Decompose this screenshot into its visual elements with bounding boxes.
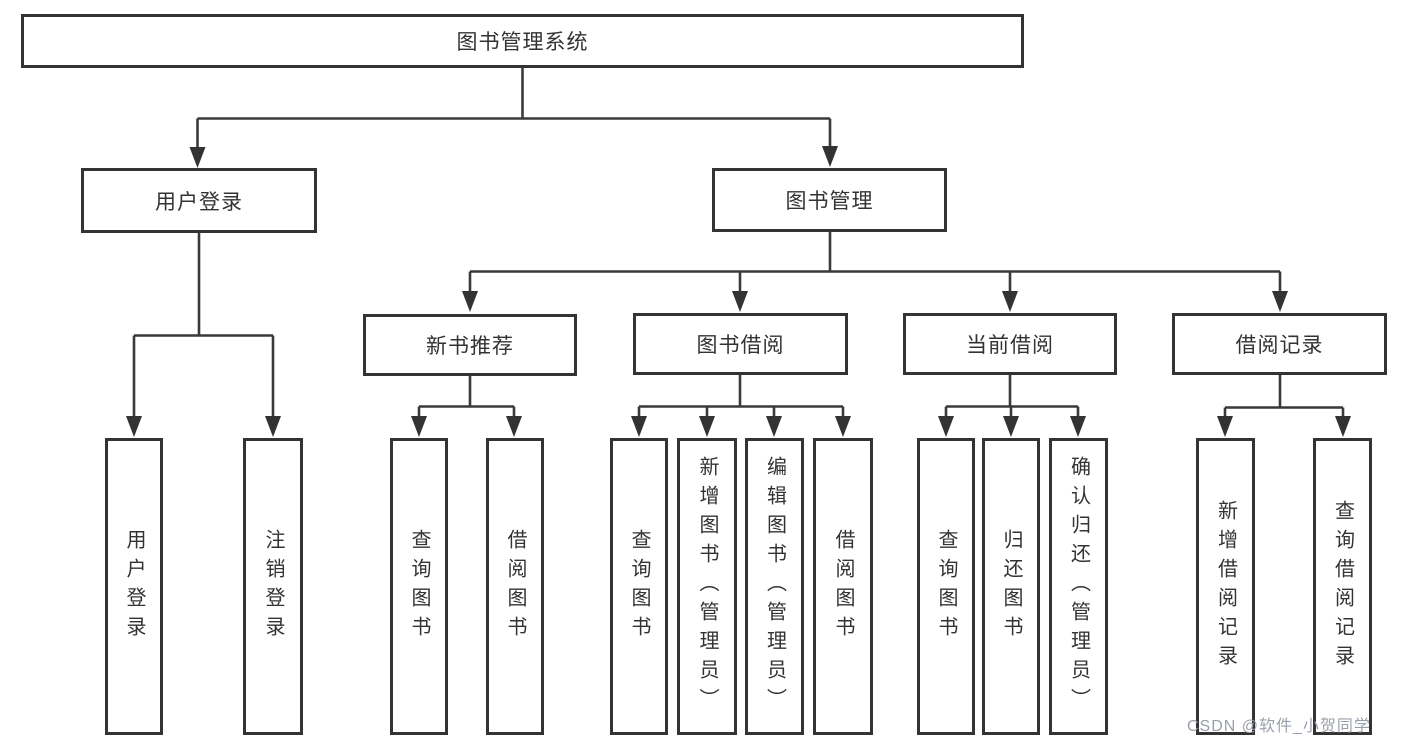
leaf-label: 新增借阅记录 — [1214, 499, 1237, 674]
node-book-management: 图书管理 — [712, 168, 947, 232]
leaf-borrow-books: 借阅图书 — [813, 438, 873, 735]
node-label: 图书管理 — [785, 190, 874, 213]
node-label: 借阅记录 — [1235, 334, 1324, 357]
node-borrow-records: 借阅记录 — [1172, 313, 1387, 375]
node-user-login: 用户登录 — [81, 168, 317, 233]
leaf-add-borrow-record: 新增借阅记录 — [1196, 438, 1255, 735]
node-current-borrow: 当前借阅 — [903, 313, 1117, 375]
leaf-query-books-recommend: 查询图书 — [390, 438, 448, 735]
leaf-label: 用户登录 — [123, 528, 145, 645]
leaf-label: 归还图书 — [1000, 528, 1022, 645]
leaf-label: 确认归还（管理员） — [1067, 456, 1090, 717]
leaf-query-borrow-record: 查询借阅记录 — [1313, 438, 1372, 735]
leaf-edit-books-admin: 编辑图书（管理员） — [745, 438, 804, 735]
leaf-label: 借阅图书 — [504, 528, 526, 645]
leaf-add-books-admin: 新增图书（管理员） — [677, 438, 737, 735]
leaf-label: 查询图书 — [628, 528, 650, 645]
leaf-logout: 注销登录 — [243, 438, 303, 735]
leaf-label: 编辑图书（管理员） — [763, 456, 786, 717]
leaf-query-books-current: 查询图书 — [917, 438, 975, 735]
node-label: 图书管理系统 — [456, 31, 589, 54]
leaf-label: 查询图书 — [935, 528, 957, 645]
node-new-book-recommend: 新书推荐 — [363, 314, 577, 376]
leaf-label: 注销登录 — [262, 528, 284, 645]
leaf-label: 查询借阅记录 — [1331, 499, 1354, 674]
arrowhead-icons — [126, 146, 1351, 437]
leaf-borrow-books-recommend: 借阅图书 — [486, 438, 544, 735]
node-label: 新书推荐 — [426, 335, 514, 358]
leaf-query-books-borrow: 查询图书 — [610, 438, 668, 735]
node-label: 当前借阅 — [966, 334, 1054, 357]
leaf-return-books: 归还图书 — [982, 438, 1040, 735]
node-book-borrow: 图书借阅 — [633, 313, 848, 375]
leaf-user-login: 用户登录 — [105, 438, 163, 735]
node-label: 用户登录 — [155, 190, 243, 214]
leaf-confirm-return-admin: 确认归还（管理员） — [1049, 438, 1108, 735]
csdn-watermark: CSDN @软件_小贺同学 — [1187, 718, 1371, 735]
node-label: 图书借阅 — [696, 334, 785, 357]
leaf-label: 借阅图书 — [832, 528, 854, 645]
leaf-label: 新增图书（管理员） — [696, 456, 718, 717]
node-root-library-management-system: 图书管理系统 — [21, 14, 1024, 68]
leaf-label: 查询图书 — [408, 528, 430, 645]
